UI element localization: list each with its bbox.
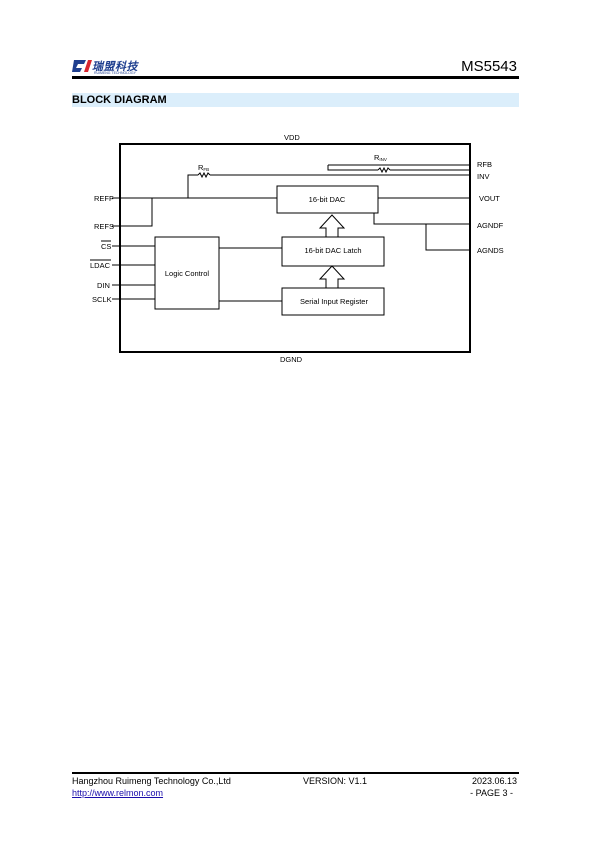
sclk-label: SCLK <box>92 295 112 304</box>
dac-block <box>276 185 379 214</box>
sir-to-latch-arrow <box>318 265 346 289</box>
footer-url-link[interactable]: http://www.relmon.com <box>72 788 164 798</box>
footer-company: Hangzhou Ruimeng Technology Co.,Ltd <box>72 776 231 786</box>
rinv-resistor-label: RINV <box>374 153 387 162</box>
chip-outline <box>119 143 471 353</box>
footer-date: 2023.06.13 <box>471 776 517 786</box>
refs-wire <box>112 198 153 227</box>
rinv-resistor <box>377 166 391 174</box>
header-rule <box>72 76 519 79</box>
rfb-resistor-label: RFB <box>198 163 209 172</box>
latch-to-dac-arrow <box>318 214 346 238</box>
agndf-wire <box>373 213 470 225</box>
reff-label: REFF <box>94 194 114 203</box>
company-logo <box>72 60 92 72</box>
footer-rule <box>72 772 519 774</box>
dgnd-label: DGND <box>280 355 303 364</box>
logo-text: 瑞盟科技 <box>92 61 138 73</box>
ldac-label: LDAC <box>90 261 111 270</box>
dac-label: 16-bit DAC <box>309 195 346 204</box>
logic-block <box>154 236 220 310</box>
agnds-label: AGNDS <box>477 246 504 255</box>
latch-label: 16-bit DAC Latch <box>304 246 361 255</box>
part-number: MS5543 <box>461 58 517 75</box>
sir-label: Serial Input Register <box>300 297 368 306</box>
agnds-wire <box>425 224 470 251</box>
rfb-feedback-wire <box>187 174 198 198</box>
footer-version: VERSION: V1.1 <box>303 776 368 786</box>
rfb-resistor <box>197 171 211 179</box>
vout-label: VOUT <box>479 194 500 203</box>
rfb-wire <box>327 165 378 171</box>
section-title: BLOCK DIAGRAM <box>72 94 167 106</box>
inv-label: INV <box>477 172 490 181</box>
vdd-label: VDD <box>284 133 300 142</box>
footer-page: - PAGE 3 - <box>470 788 513 798</box>
refs-label: REFS <box>94 222 114 231</box>
rfb-label: RFB <box>477 160 492 169</box>
logo-subtext: RUIMENG TECHNOLOGY <box>94 71 136 75</box>
agndf-label: AGNDF <box>477 221 504 230</box>
din-label: DIN <box>97 281 110 290</box>
logic-label: Logic Control <box>165 269 210 278</box>
section-title-bar <box>72 93 519 107</box>
cs-label: CS <box>101 242 111 251</box>
